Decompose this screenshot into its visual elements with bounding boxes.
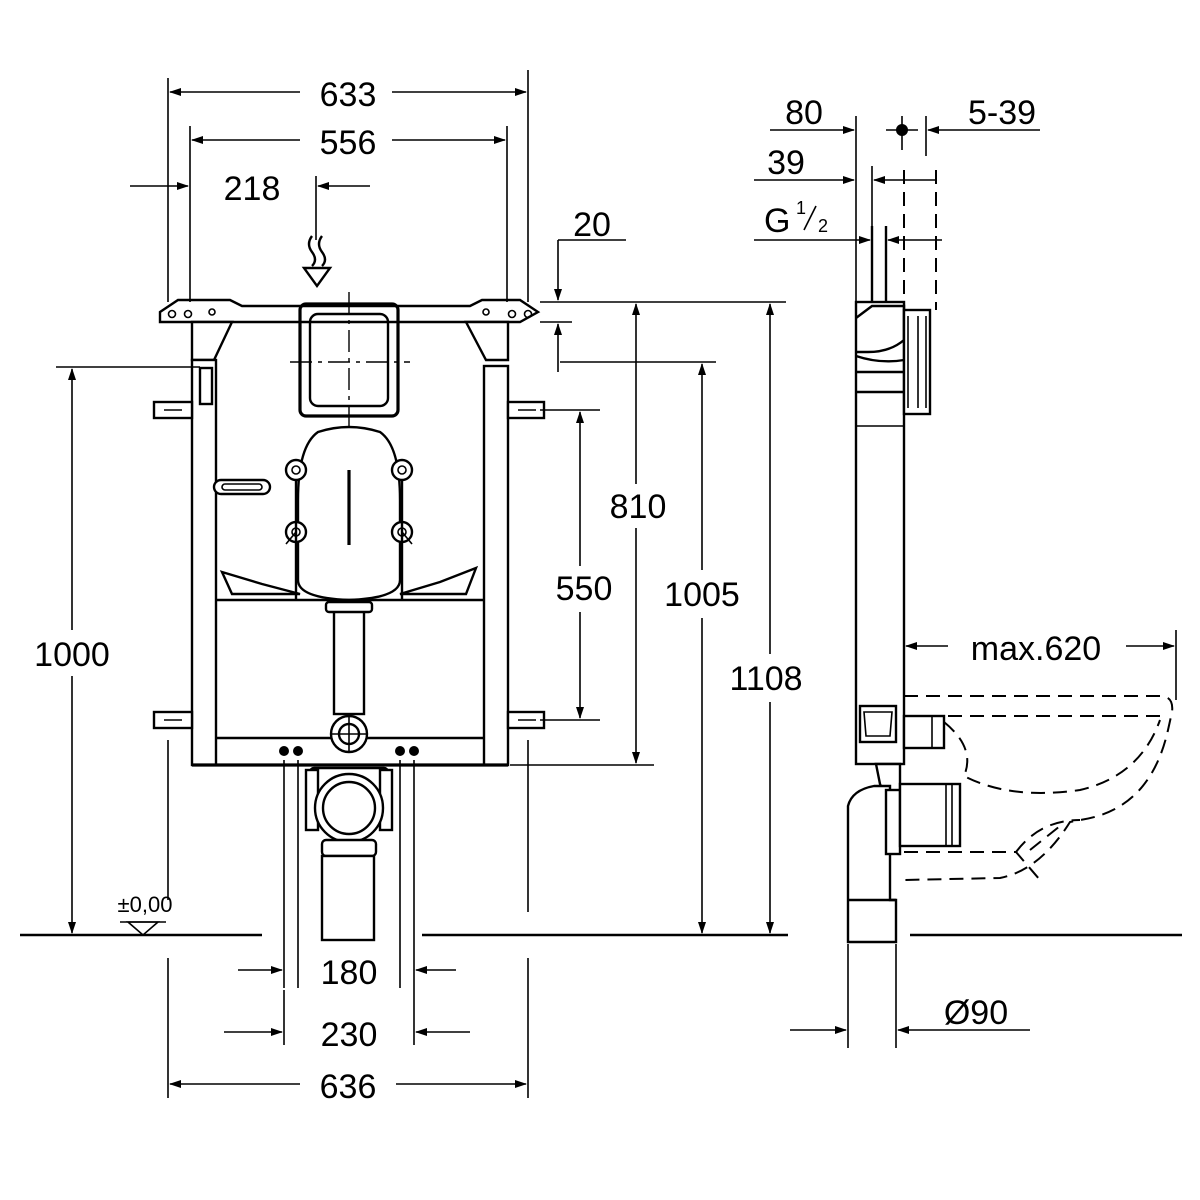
svg-text:1000: 1000 [34,636,110,674]
flush-plate-opening [290,292,410,430]
svg-text:636: 636 [320,1068,377,1106]
dim-39: 39 [754,144,936,184]
svg-text:218: 218 [224,170,281,208]
dim-thread: G 1 2 [754,198,942,244]
svg-text:1: 1 [796,198,806,218]
dim-180: 180 [238,954,456,992]
flush-symbol [301,235,333,289]
svg-text:550: 550 [556,570,613,608]
side-connectors [898,714,962,848]
svg-text:G: G [764,202,790,240]
wc-mounting-bolts [284,458,414,600]
dim-diameter-90: Ø90 [790,994,1030,1034]
svg-text:5-39: 5-39 [968,94,1036,132]
svg-text:230: 230 [321,1016,378,1054]
svg-text:80: 80 [785,94,823,132]
svg-text:180: 180 [321,954,378,992]
dim-810: 810 [610,303,667,764]
dim-1005: 1005 [664,363,740,934]
dim-636: 636 [169,1068,527,1106]
dim-556: 556 [191,124,506,162]
svg-text:Ø90: Ø90 [944,994,1008,1032]
svg-text:39: 39 [767,144,805,182]
drain-connector [304,766,394,942]
dim-218: 218 [130,170,370,208]
svg-text:max.620: max.620 [971,630,1101,668]
dim-80: 80 [770,94,855,134]
svg-text:20: 20 [573,206,611,244]
dim-550: 550 [556,411,613,719]
floor-bolts [279,746,419,756]
dim-20: 20 [554,206,626,372]
floor-level-label: ±0,00 [118,892,173,917]
side-extension-lines [847,116,927,1048]
cistern [212,425,402,602]
svg-text:1005: 1005 [664,576,740,614]
front-extension-lines [56,70,786,1098]
dim-1000: 1000 [34,368,110,934]
svg-text:2: 2 [818,216,828,236]
dim-230: 230 [224,1016,470,1054]
svg-text:1108: 1108 [729,660,802,698]
svg-text:810: 810 [610,488,667,526]
front-frame [152,298,546,767]
dim-max-620: max.620 [905,630,1177,700]
floor-level-marker: ±0,00 [118,892,173,937]
side-frame [846,170,937,944]
flush-pipe [324,600,374,754]
center-mark [886,116,918,150]
dim-1108: 1108 [729,303,803,934]
wc-bowl-outline [903,695,1174,881]
dim-633: 633 [169,76,527,114]
svg-text:633: 633 [320,76,377,114]
svg-text:556: 556 [320,124,377,162]
dim-5-39: 5-39 [927,94,1040,134]
